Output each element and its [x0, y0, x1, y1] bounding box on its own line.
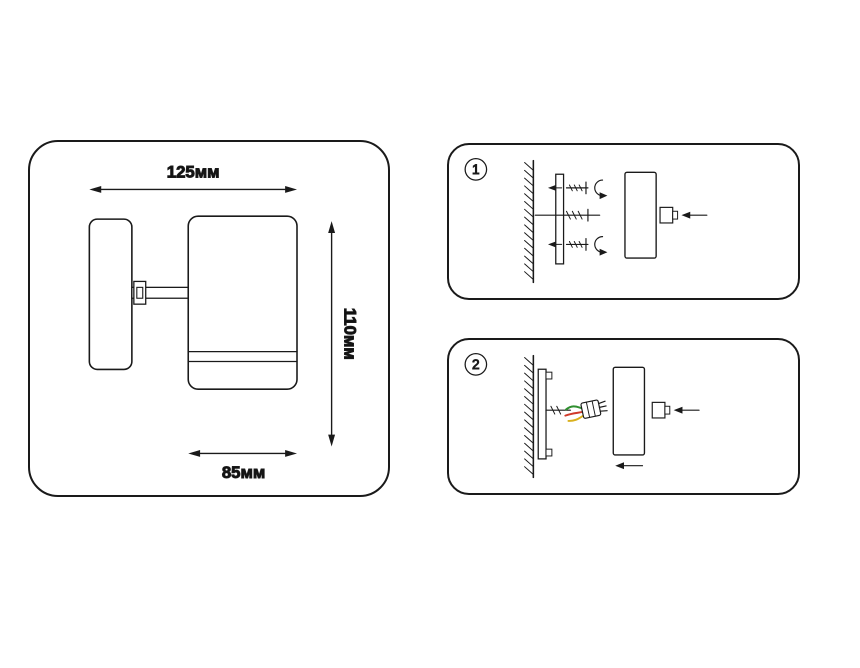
lamp-body	[624, 171, 657, 259]
step-2-group: 2	[464, 353, 700, 479]
arrow-left-icon	[615, 462, 624, 470]
bottom-screw-icon	[547, 236, 608, 256]
step-number: 1	[472, 162, 480, 177]
arrow-left-icon	[681, 211, 691, 219]
mounting-plate	[555, 173, 565, 265]
mounting-plate	[537, 368, 547, 460]
arrow-left-icon	[547, 184, 556, 191]
terminal-block-segments	[585, 400, 596, 418]
screw-head-bottom-icon	[545, 448, 553, 457]
arrow-down-icon	[328, 434, 336, 447]
arrow-left-icon	[673, 406, 683, 414]
power-connector-icon	[659, 206, 679, 224]
step-1-group: 1	[464, 158, 708, 284]
wall-hatching	[524, 357, 534, 475]
terminal-block	[580, 399, 602, 419]
step-number: 2	[472, 357, 480, 372]
top-screw-icon	[547, 179, 608, 200]
wire-red	[564, 410, 584, 417]
width-dimension: 125мм	[89, 162, 298, 193]
arrow-right-icon	[285, 450, 298, 457]
height-dimension: 110мм	[328, 221, 360, 447]
arrow-left-icon	[547, 241, 556, 248]
arrow-up-icon	[328, 221, 336, 233]
lamp-backplate	[88, 218, 133, 371]
step-1-drawing: 1	[464, 158, 708, 284]
terminal-pins	[598, 400, 608, 412]
screw-head-top-icon	[545, 371, 553, 380]
diameter-dimension-label: 85мм	[222, 463, 266, 482]
dimension-panel: 125мм 110мм	[28, 140, 390, 497]
lamp-body	[612, 366, 646, 456]
height-dimension-label: 110мм	[340, 308, 359, 360]
step-number-circle	[464, 158, 488, 181]
installation-step-1-panel: 1	[447, 143, 800, 300]
center-stud-screw-icon	[534, 208, 601, 222]
diameter-dimension: 85мм	[188, 450, 298, 483]
wire-yellow	[567, 414, 585, 422]
step-number-circle	[464, 353, 488, 376]
wire-green	[565, 405, 583, 411]
wire-connector-icon	[564, 399, 608, 422]
rotate-arrowhead-icon	[599, 192, 608, 200]
power-connector-icon	[651, 401, 671, 419]
center-stud-screw-icon	[545, 405, 571, 415]
wall-hatching	[524, 162, 534, 280]
lamp-cylinder	[187, 215, 298, 390]
lamp-arm-joint-screw	[136, 286, 144, 299]
dimension-drawing-group: 125мм 110мм	[88, 162, 360, 483]
arrow-left-icon	[188, 450, 201, 457]
lamp-dimension-drawing: 125мм 110мм	[88, 162, 360, 483]
installation-step-2-panel: 2	[447, 338, 800, 495]
step-2-drawing: 2	[464, 353, 700, 479]
width-dimension-label: 125мм	[167, 163, 220, 182]
arrow-left-icon	[89, 186, 102, 193]
rotate-arrowhead-icon	[599, 248, 608, 256]
arrow-right-icon	[285, 186, 298, 193]
